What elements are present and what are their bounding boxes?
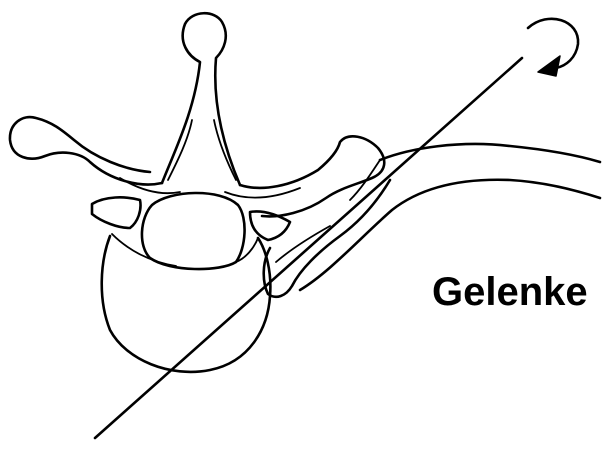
lamina-inner-right bbox=[225, 188, 300, 198]
rotation-axis-line bbox=[95, 58, 522, 438]
vertebral-foramen bbox=[142, 193, 245, 269]
spinous-process bbox=[162, 13, 240, 185]
lamina-left bbox=[10, 117, 162, 184]
lamina-right bbox=[240, 136, 384, 216]
spinous-detail-2 bbox=[214, 120, 236, 180]
vertebra-outline bbox=[10, 13, 384, 216]
rotation-arrow-icon bbox=[528, 19, 578, 76]
spinous-detail bbox=[168, 120, 192, 180]
pedicle-left bbox=[92, 197, 141, 228]
vertebral-body bbox=[92, 193, 290, 372]
joints-label: Gelenke bbox=[432, 268, 588, 316]
tube-upper bbox=[380, 144, 600, 162]
